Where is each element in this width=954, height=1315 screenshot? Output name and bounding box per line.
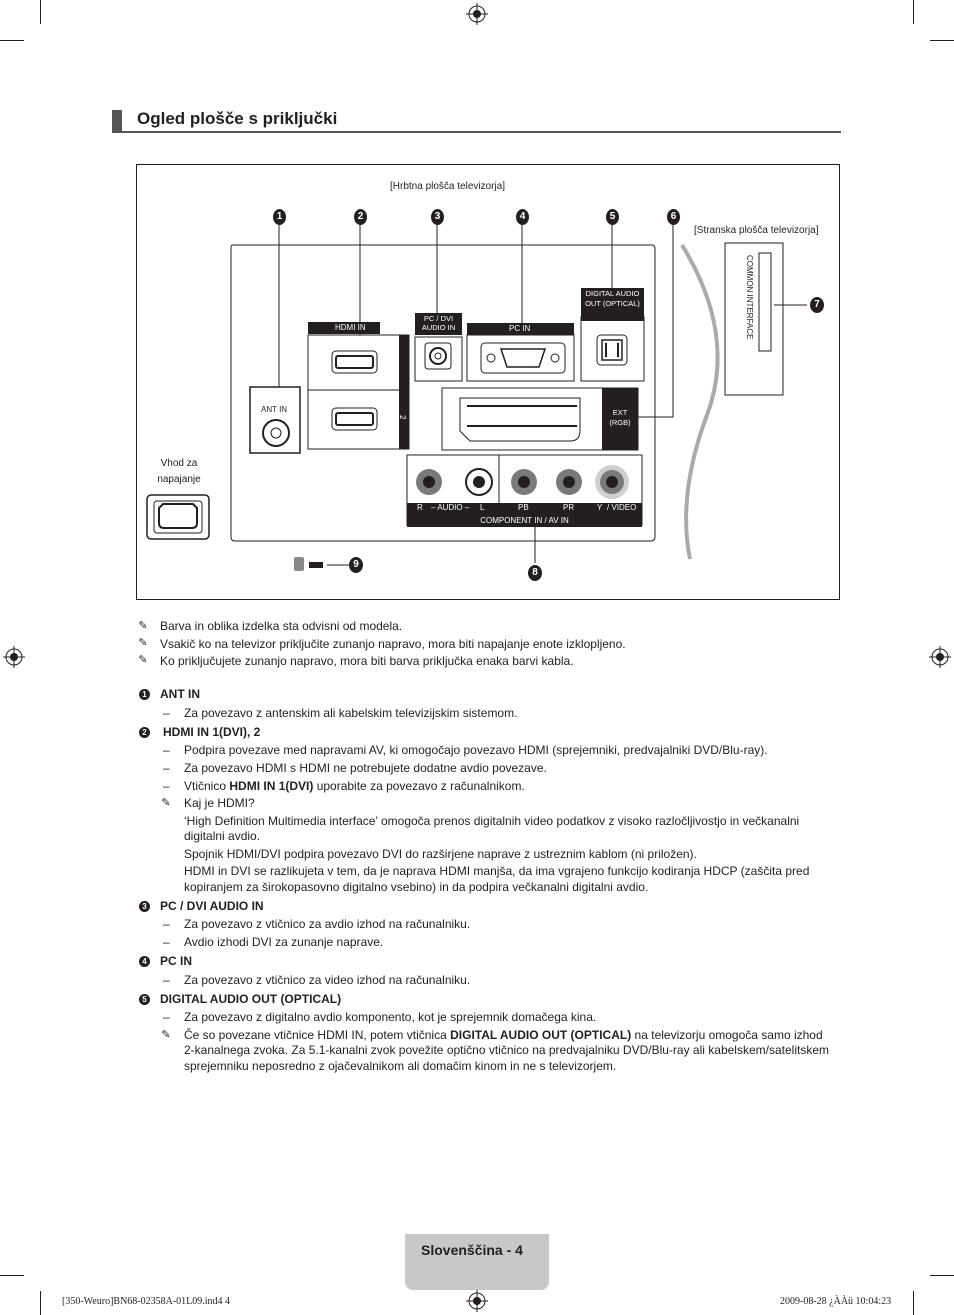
pr-label: PR xyxy=(563,503,575,512)
callout-2: 2 xyxy=(354,209,367,225)
section-5-note-2: 2-kanalnega zvoka. Za 5.1-kanalni zvok p… xyxy=(184,1043,829,1057)
section-number-2: 2 xyxy=(139,727,150,738)
section-5-note-1: Če so povezane vtičnice HDMI IN, potem v… xyxy=(184,1028,823,1042)
section-5-line-1: Za povezavo z digitalno avdio komponento… xyxy=(184,1010,597,1024)
callout-6: 6 xyxy=(667,209,680,225)
section-2-note-5: HDMI in DVI se razlikujeta v tem, da je … xyxy=(184,864,810,878)
text-run: uporabite za povezavo z računalnikom. xyxy=(313,779,525,793)
registration-mark-icon xyxy=(3,646,25,668)
crop-mark xyxy=(930,1275,954,1276)
section-number-3: 3 xyxy=(139,901,150,912)
audio-r-label: R xyxy=(417,503,423,512)
registration-mark-icon xyxy=(466,1290,488,1312)
pc-in-label: PC IN xyxy=(509,324,531,333)
dash: – xyxy=(163,935,170,949)
dash: – xyxy=(163,917,170,931)
registration-mark-icon xyxy=(466,3,488,25)
note-icon: ✎ xyxy=(138,654,148,666)
panel-drawing xyxy=(146,225,807,571)
dash: – xyxy=(163,706,170,720)
note-2: Vsakič ko na televizor priključite zunan… xyxy=(160,637,626,651)
section-title-pc-in: PC IN xyxy=(160,954,193,968)
pb-label: PB xyxy=(518,503,529,512)
note-icon: ✎ xyxy=(138,637,148,649)
section-2-note-3: digitalni avdio. xyxy=(184,829,261,843)
text-run-bold: DIGITAL AUDIO OUT (OPTICAL) xyxy=(450,1028,632,1042)
section-title-digital-audio-out: DIGITAL AUDIO OUT (OPTICAL) xyxy=(160,992,342,1006)
video-label: / VIDEO xyxy=(607,503,637,512)
note-1: Barva in oblika izdelka sta odvisni od m… xyxy=(160,619,403,633)
crop-mark xyxy=(0,1275,24,1276)
section-1-line-1: Za povezavo z antenskim ali kabelskim te… xyxy=(184,706,518,720)
digital-audio-label: DIGITAL AUDIO OUT (OPTICAL) xyxy=(585,289,640,308)
side-panel-label: [Stranska plošča televizorja] xyxy=(694,225,819,236)
note-icon: ✎ xyxy=(138,620,148,632)
dash: – xyxy=(163,973,170,987)
section-2-note-4: Spojnik HDMI/DVI podpira povezavo DVI do… xyxy=(184,847,697,861)
section-2-line-1: Podpira povezave med napravami AV, ki om… xyxy=(184,743,768,757)
section-title-ant-in: ANT IN xyxy=(160,687,200,701)
audio-label: – AUDIO – xyxy=(431,503,470,512)
component-label: COMPONENT IN / AV IN xyxy=(480,516,569,525)
connection-panel-diagram: [Hrbtna plošča televizorja] [Stranska pl… xyxy=(136,164,840,600)
crop-mark xyxy=(40,0,41,24)
ant-in-label: ANT IN xyxy=(261,405,288,414)
rear-panel-label: [Hrbtna plošča televizorja] xyxy=(390,181,506,192)
hdmi-in-label: HDMI IN xyxy=(335,323,366,332)
title-marker xyxy=(112,110,122,131)
dash: – xyxy=(163,743,170,757)
crop-mark xyxy=(913,0,914,24)
crop-mark xyxy=(40,1291,41,1315)
callout-9: 9 xyxy=(349,557,363,573)
section-5-note-3: sprejemniku neposredno z ojačevalnikom a… xyxy=(184,1059,617,1073)
dash: – xyxy=(163,779,170,793)
callout-1: 1 xyxy=(273,209,286,225)
registration-mark-icon xyxy=(929,646,951,668)
text-run: Če so povezane vtičnice HDMI IN, potem v… xyxy=(184,1028,451,1042)
power-input-label: Vhod za napajanje xyxy=(157,458,201,485)
page-footer: Slovenščina - 4 xyxy=(421,1242,523,1258)
note-icon: ✎ xyxy=(161,797,171,809)
section-title-pc-dvi-audio: PC / DVI AUDIO IN xyxy=(160,899,264,913)
footer-tab xyxy=(405,1234,549,1290)
note-icon: ✎ xyxy=(161,1029,171,1041)
callout-3: 3 xyxy=(431,209,444,225)
print-date-info: 2009-08-28 ¿ÀÀü 10:04:23 xyxy=(780,1296,892,1307)
crop-mark xyxy=(930,40,954,41)
callout-8: 8 xyxy=(528,565,542,581)
text-run: Vtičnico xyxy=(184,779,230,793)
pc-dvi-audio-label: PC / DVI AUDIO IN xyxy=(421,314,456,332)
y-label: Y xyxy=(597,503,603,512)
section-2-note-2: ‘High Definition Multimedia interface’ o… xyxy=(184,814,800,828)
crop-mark xyxy=(0,40,24,41)
title-rule xyxy=(112,131,841,133)
callout-5: 5 xyxy=(606,209,619,225)
section-2-note-1: Kaj je HDMI? xyxy=(184,796,255,810)
print-file-info: [350-Weuro]BN68-02358A-01L09.ind4 4 xyxy=(62,1296,231,1307)
section-2-line-3: Vtičnico HDMI IN 1(DVI) uporabite za pov… xyxy=(184,779,525,793)
crop-mark xyxy=(913,1291,914,1315)
section-3-line-2: Avdio izhodi DVI za zunanje naprave. xyxy=(184,935,384,949)
common-interface-label: COMMON INTERFACE xyxy=(745,255,754,340)
text-run: na televizorju omogoča samo izhod xyxy=(631,1028,823,1042)
hdmi-2-label: 2 xyxy=(398,415,407,420)
callout-7: 7 xyxy=(810,297,824,313)
section-number-5: 5 xyxy=(139,994,150,1005)
page-title: Ogled plošče s priključki xyxy=(137,109,338,128)
note-3: Ko priključujete zunanjo napravo, mora b… xyxy=(160,654,574,668)
section-2-line-2: Za povezavo HDMI s HDMI ne potrebujete d… xyxy=(184,761,547,775)
dash: – xyxy=(163,1010,170,1024)
section-number-4: 4 xyxy=(139,956,150,967)
ext-rgb-label: EXT (RGB) xyxy=(609,408,631,427)
text-run-bold: HDMI IN 1(DVI) xyxy=(229,779,314,793)
section-number-1: 1 xyxy=(139,689,150,700)
section-4-line-1: Za povezavo z vtičnico za video izhod na… xyxy=(184,973,471,987)
hdmi-1-label: 1 (DVI) xyxy=(386,345,395,371)
dash: – xyxy=(163,761,170,775)
audio-l-label: L xyxy=(480,503,485,512)
section-2-note-6: kopiranjem za širokopasovno digitalno vs… xyxy=(184,880,649,894)
callout-4: 4 xyxy=(516,209,529,225)
section-3-line-1: Za povezavo z vtičnico za avdio izhod na… xyxy=(184,917,471,931)
section-title-hdmi: HDMI IN 1(DVI), 2 xyxy=(163,725,261,739)
